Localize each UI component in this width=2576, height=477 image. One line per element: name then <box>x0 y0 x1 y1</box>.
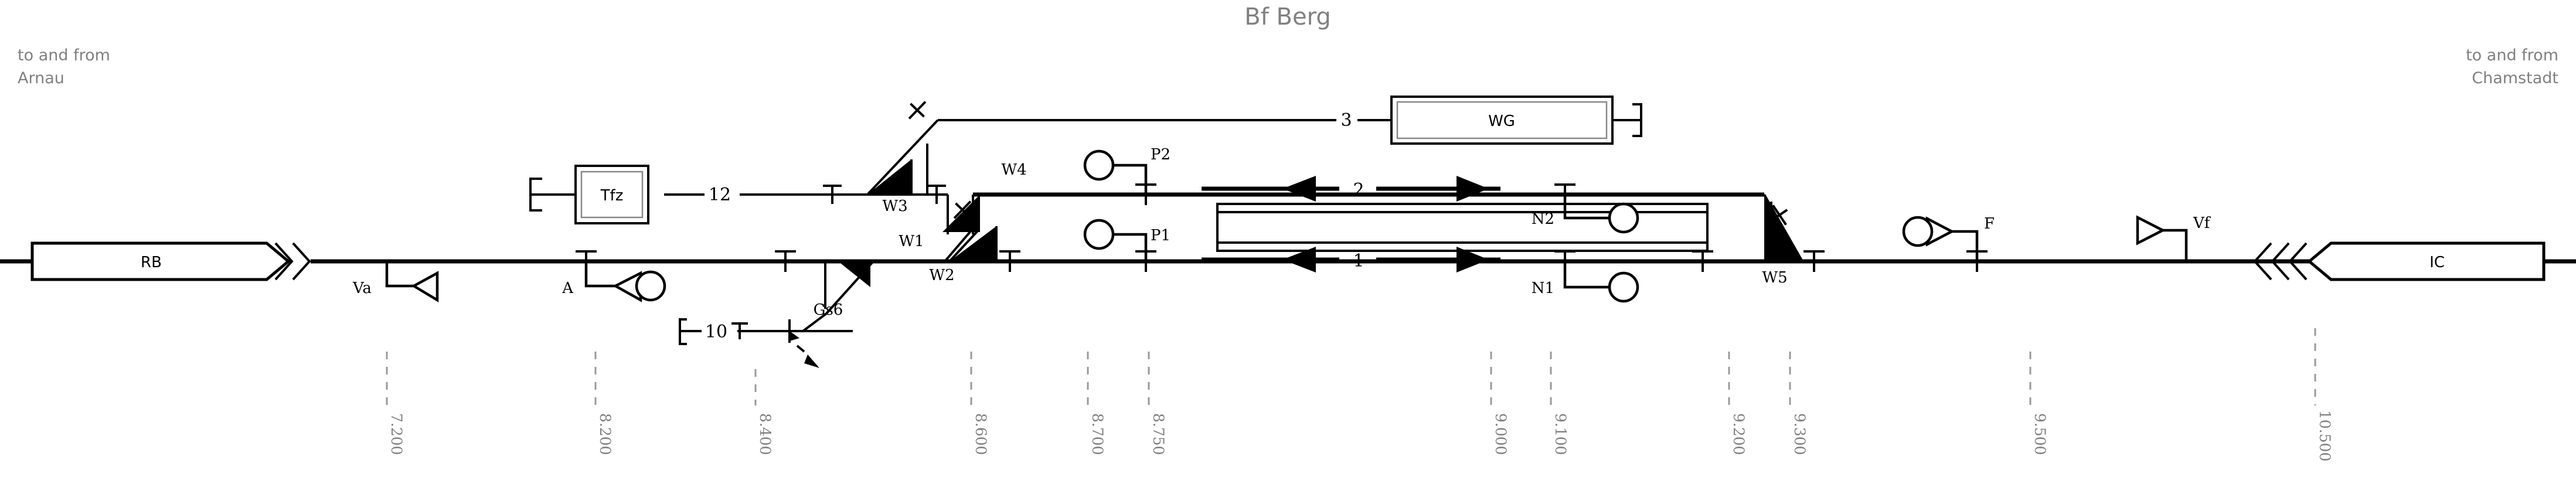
km-label: 8.200 <box>597 413 614 455</box>
signal-f[interactable]: F <box>1902 215 1995 272</box>
page-title: Bf Berg <box>1244 4 1330 30</box>
derailer-gs6-group[interactable]: Gs6 <box>788 301 843 368</box>
track-10-siding <box>679 318 853 345</box>
track-number-12: 12 <box>709 185 731 205</box>
switch-w3-label: W3 <box>882 197 907 215</box>
track-number-2: 2 <box>1353 180 1364 200</box>
track-1-direction-arrows <box>1202 247 1500 272</box>
switch-w3-group[interactable]: W3 <box>866 95 939 215</box>
track-2-direction-arrows <box>1202 176 1500 202</box>
signal-va-label: Va <box>352 280 372 297</box>
train-rb-label: RB <box>141 254 162 271</box>
train-ic-label: IC <box>2429 254 2445 271</box>
track-number-10: 10 <box>705 322 727 342</box>
switch-w4-group[interactable]: W4 <box>942 161 1027 263</box>
km-marker-group <box>386 328 2316 406</box>
wg-box[interactable]: WG <box>1390 96 1614 145</box>
left-endpoint-line2: Arnau <box>18 69 64 87</box>
km-label: 8.750 <box>1150 413 1167 455</box>
km-label: 9.300 <box>1791 413 1808 455</box>
right-endpoint-line2: Chamstadt <box>2472 69 2558 87</box>
km-label: 8.700 <box>1089 413 1106 455</box>
signal-p2[interactable]: P2 <box>1083 146 1170 205</box>
signal-n1-label: N1 <box>1532 280 1554 297</box>
signal-n2-label: N2 <box>1532 210 1554 228</box>
tfz-box-label: Tfz <box>600 187 624 205</box>
km-label: 7.200 <box>388 413 405 455</box>
track-12-siding <box>529 178 948 212</box>
km-label: 8.400 <box>757 413 774 455</box>
track-number-3: 3 <box>1340 110 1352 131</box>
switch-w5-label: W5 <box>1762 269 1787 287</box>
insulated-joint-group <box>823 185 946 204</box>
signal-n1[interactable]: N1 <box>1532 250 1639 303</box>
signal-a[interactable]: A <box>562 250 666 302</box>
signal-p1-label: P1 <box>1151 227 1170 244</box>
km-label: 9.000 <box>1492 413 1509 455</box>
train-rb[interactable]: RB <box>0 241 311 281</box>
wg-box-label: WG <box>1488 113 1515 130</box>
signal-p2-label: P2 <box>1151 146 1170 163</box>
switch-w4-label: W4 <box>1001 161 1026 179</box>
signal-vf[interactable]: Vf <box>2136 214 2211 261</box>
track-3-siding <box>938 103 1642 137</box>
track10-joint <box>731 322 748 339</box>
switch-w2-group[interactable]: W2 <box>802 260 955 332</box>
switch-w1-label: W1 <box>899 233 924 250</box>
km-label: 9.200 <box>1730 413 1747 455</box>
switch-w1-group[interactable]: W1 <box>899 226 998 263</box>
km-label: 8.600 <box>972 413 989 455</box>
right-endpoint-line1: to and from <box>2466 46 2558 64</box>
signal-a-label: A <box>562 280 574 297</box>
signal-vf-label: Vf <box>2193 214 2211 232</box>
km-labels-group: 7.200 8.200 8.400 8.600 8.700 8.750 9.00… <box>388 410 2333 461</box>
signal-p1[interactable]: P1 <box>1083 219 1170 272</box>
train-ic[interactable]: IC <box>2253 241 2576 281</box>
track-number-1: 1 <box>1353 251 1364 271</box>
signal-va[interactable]: Va <box>352 261 439 302</box>
km-label: 10.500 <box>2316 410 2333 461</box>
joint-markers-group <box>775 250 1825 272</box>
km-label: 9.100 <box>1552 413 1569 455</box>
signal-n2[interactable]: N2 <box>1532 183 1639 234</box>
signal-f-label: F <box>1984 215 1995 233</box>
km-label: 9.500 <box>2031 413 2048 455</box>
derailer-gs6-label: Gs6 <box>814 301 843 319</box>
switch-w2-label: W2 <box>929 267 954 284</box>
tfz-box[interactable]: Tfz <box>574 165 649 224</box>
switch-w5-group[interactable]: W5 <box>1762 194 1803 287</box>
left-endpoint-line1: to and from <box>18 46 110 64</box>
